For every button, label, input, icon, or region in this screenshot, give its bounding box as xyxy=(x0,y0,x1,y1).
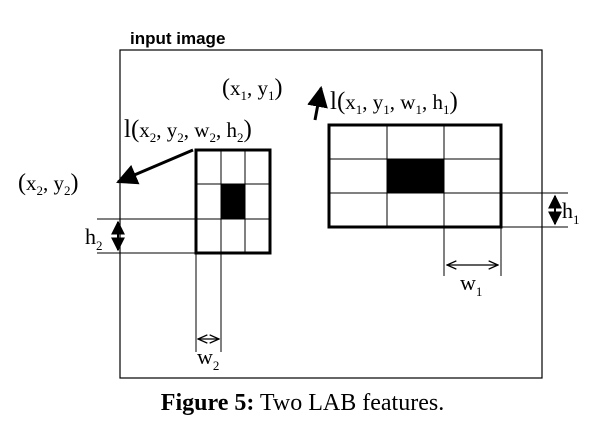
feature-2-dark-cell xyxy=(221,184,245,219)
feature-1-outline xyxy=(327,123,503,229)
input-image-frame xyxy=(119,49,543,379)
figure-caption-text: Two LAB features. xyxy=(259,390,445,416)
feature-2-point-label: (x2, y2) xyxy=(18,170,79,198)
feature-2-grid xyxy=(194,148,272,255)
feature-2-w-label: w2 xyxy=(197,344,219,373)
feature-1-label: l(x1, y1, w1, h1) xyxy=(330,88,458,117)
feature-1-dark-cell xyxy=(387,159,444,193)
feature-1-origin-arrow xyxy=(307,85,328,121)
feature-1-w-label: w1 xyxy=(460,270,482,299)
figure-caption: Figure 5: Two LAB features. xyxy=(0,390,605,417)
feature-2-origin-arrow xyxy=(116,148,194,185)
figure-number: Figure 5: xyxy=(160,390,255,416)
feature-2-label: l(x2, y2, w2, h2) xyxy=(124,116,252,145)
feature-2-h-label: h2 xyxy=(85,224,103,253)
feature-1-point-label: (x1, y1) xyxy=(222,75,283,103)
input-image-title: input image xyxy=(130,29,225,48)
feature-2-outline xyxy=(194,148,272,255)
feature-1-h-label: h1 xyxy=(562,198,580,227)
feature-1-grid xyxy=(327,123,503,229)
